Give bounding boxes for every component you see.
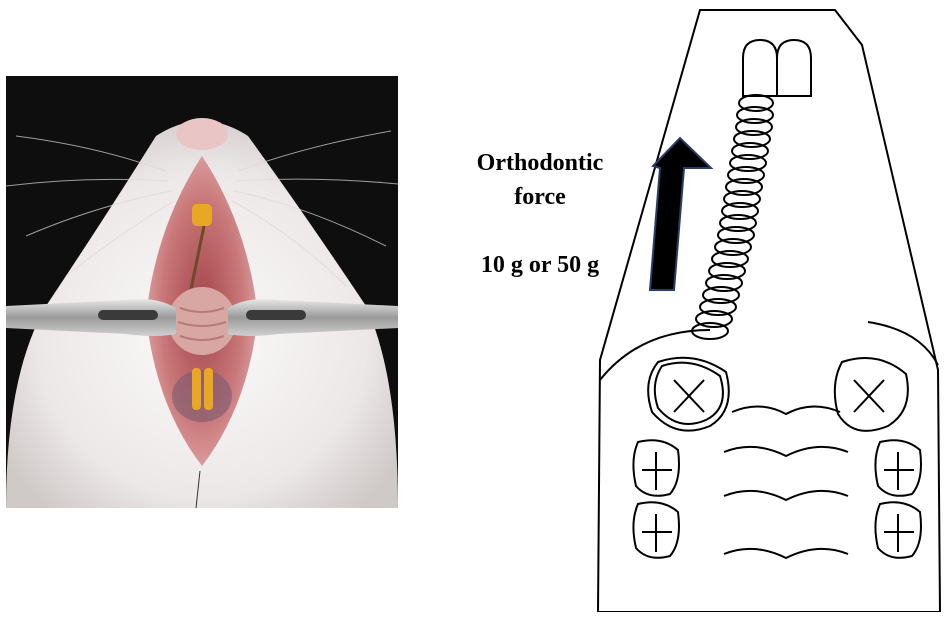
molar-tooth-icon [633,502,679,558]
molar-tooth-icon [648,358,729,431]
maxilla-schematic [590,0,948,612]
molar-tooth-icon [835,358,908,431]
molar-tooth-icon [633,440,679,496]
molar-tooth-icon [875,502,921,558]
molar-tooth-icon [875,440,921,496]
rat-mouth-photo [6,76,398,508]
